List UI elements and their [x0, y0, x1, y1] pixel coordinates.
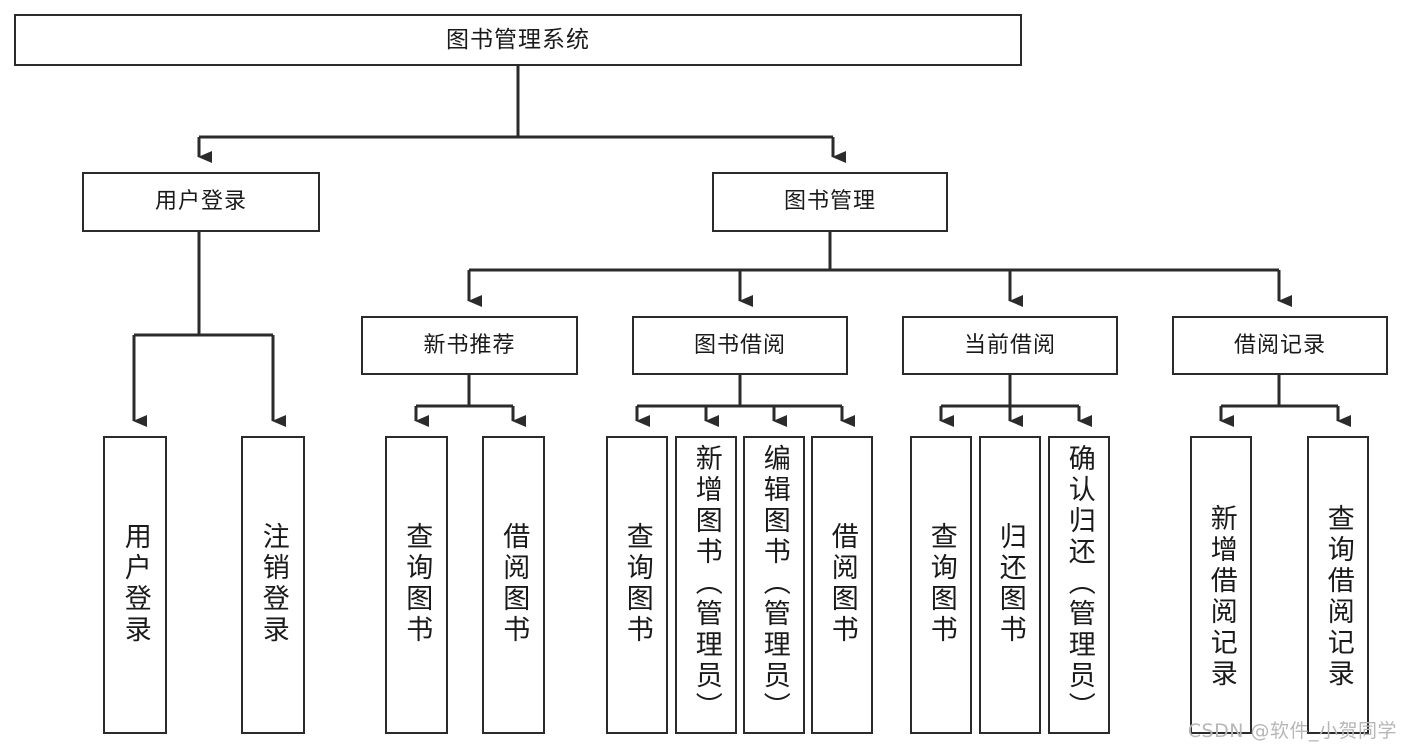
node-label: 图书管理: [783, 189, 876, 214]
node-label: 新书推荐: [423, 332, 516, 358]
leaf-new-book-borrow[interactable]: 借阅图书: [482, 436, 545, 734]
node-label: 归还图书: [994, 522, 1026, 646]
node-label: 图书借阅: [693, 332, 786, 358]
node-label: 当前借阅: [963, 332, 1056, 358]
node-new-book-recommend[interactable]: 新书推荐: [361, 316, 578, 375]
node-root-system[interactable]: 图书管理系统: [14, 14, 1022, 66]
leaf-book-borrow-lend[interactable]: 借阅图书: [811, 436, 873, 734]
leaf-user-login-signout[interactable]: 注销登录: [241, 436, 305, 734]
leaf-current-borrow-return[interactable]: 归还图书: [979, 436, 1041, 734]
node-label: 用户登录: [119, 522, 151, 646]
node-user-login[interactable]: 用户登录: [82, 172, 320, 232]
node-label: 用户登录: [154, 189, 247, 214]
node-label: 图书管理系统: [446, 26, 590, 53]
node-label: 确认归还（管理员）: [1063, 444, 1095, 723]
leaf-new-book-query[interactable]: 查询图书: [385, 436, 448, 734]
watermark: CSDN @软件_小贺同学: [1187, 720, 1397, 742]
node-book-management[interactable]: 图书管理: [712, 172, 948, 232]
node-label: 查询图书: [401, 522, 433, 646]
node-book-borrow[interactable]: 图书借阅: [632, 316, 848, 375]
node-current-borrow[interactable]: 当前借阅: [902, 316, 1118, 375]
node-label: 查询借阅记录: [1322, 504, 1354, 690]
leaf-book-borrow-add[interactable]: 新增图书（管理员）: [675, 436, 737, 734]
node-label: 新增借阅记录: [1205, 504, 1237, 690]
leaf-current-borrow-query[interactable]: 查询图书: [910, 436, 972, 734]
leaf-book-borrow-edit[interactable]: 编辑图书（管理员）: [743, 436, 805, 734]
node-borrow-record[interactable]: 借阅记录: [1172, 316, 1388, 375]
leaf-book-borrow-query[interactable]: 查询图书: [606, 436, 668, 734]
node-label: 借阅记录: [1233, 332, 1326, 358]
node-label: 查询图书: [621, 522, 653, 646]
node-label: 编辑图书（管理员）: [758, 444, 790, 723]
leaf-borrow-record-query[interactable]: 查询借阅记录: [1307, 436, 1369, 734]
leaf-current-borrow-confirm-return[interactable]: 确认归还（管理员）: [1048, 436, 1110, 734]
leaf-user-login-signin[interactable]: 用户登录: [103, 436, 167, 734]
node-label: 借阅图书: [826, 522, 858, 646]
leaf-borrow-record-add[interactable]: 新增借阅记录: [1190, 436, 1252, 734]
node-label: 借阅图书: [498, 522, 530, 646]
node-label: 查询图书: [925, 522, 957, 646]
node-label: 新增图书（管理员）: [690, 444, 722, 723]
node-label: 注销登录: [257, 522, 289, 646]
